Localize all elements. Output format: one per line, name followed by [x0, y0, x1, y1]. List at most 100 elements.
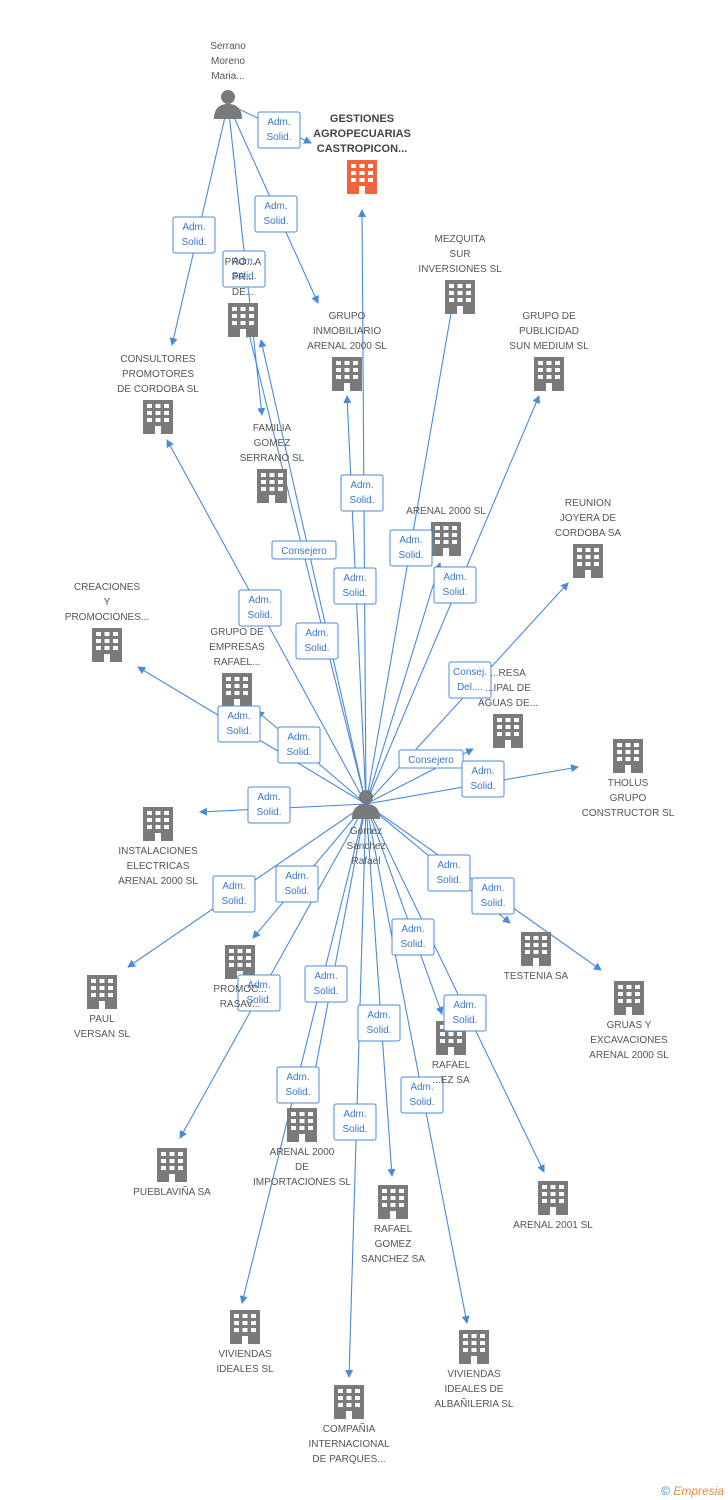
relation-badge[interactable]: Consejero — [398, 749, 464, 769]
building-icon[interactable] — [521, 932, 551, 966]
person-icon[interactable] — [214, 90, 242, 119]
building-icon[interactable] — [257, 469, 287, 503]
node-label-consultores[interactable]: CONSULTORES PROMOTORES DE CORDOBA SL — [117, 354, 199, 395]
relation-badge[interactable]: Adm.Solid. — [389, 529, 433, 567]
relation-badge[interactable]: Adm.Solid. — [333, 567, 377, 605]
node-label-pueblavina[interactable]: PUEBLAVIÑA SA — [133, 1187, 211, 1198]
building-icon[interactable] — [534, 357, 564, 391]
relation-badge[interactable]: Consejero — [271, 540, 337, 560]
node-label-pro[interactable]: PRO...A PR... DE... — [224, 257, 262, 298]
relation-badge[interactable]: Adm.Solid. — [443, 994, 487, 1032]
node-label-grupo_publi[interactable]: GRUPO DE PUBLICIDAD SUN MEDIUM SL — [509, 311, 589, 352]
node-label-viviendas[interactable]: VIVIENDAS IDEALES SL — [216, 1349, 274, 1375]
relation-badge[interactable]: Adm.Solid. — [340, 474, 384, 512]
relation-badge-label: Adm.Solid. — [304, 628, 329, 654]
building-icon[interactable] — [92, 628, 122, 662]
relation-badge[interactable]: Adm.Solid. — [212, 875, 256, 913]
node-label-rafael_gomez[interactable]: RAFAEL GOMEZ SANCHEZ SA — [361, 1224, 425, 1265]
relation-badge[interactable]: Adm.Solid. — [247, 786, 291, 824]
relation-badge[interactable]: Adm.Solid. — [333, 1103, 377, 1141]
relation-badge[interactable]: Adm.Solid. — [217, 705, 261, 743]
node-label-grupo_emp[interactable]: GRUPO DE EMPRESAS RAFAEL... — [209, 627, 265, 668]
relation-badge[interactable]: Adm.Solid. — [172, 216, 216, 254]
node-label-testenia[interactable]: TESTENIA SA — [503, 971, 569, 982]
relation-badge[interactable]: Adm.Solid. — [237, 974, 281, 1012]
relation-badge-box — [304, 965, 348, 1003]
relation-badge[interactable]: Adm.Solid. — [461, 760, 505, 798]
node-label-rafael_ez[interactable]: RAFAEL ...EZ SA — [431, 1060, 471, 1086]
node-label-arenal2000[interactable]: ARENAL 2000 SL — [406, 506, 486, 517]
node-label-instalaciones[interactable]: INSTALACIONES ELECTRICAS ARENAL 2000 SL — [118, 846, 198, 887]
building-icon[interactable] — [538, 1181, 568, 1215]
node-label-gomez[interactable]: Gomez Sanchez Rafael — [346, 826, 386, 867]
edge-gomez-pro — [245, 329, 367, 805]
building-icon[interactable] — [573, 544, 603, 578]
node-label-arenal2001[interactable]: ARENAL 2001 SL — [513, 1220, 593, 1231]
relation-badge[interactable]: Adm.Solid. — [295, 622, 339, 660]
node-label-viviendas_alb[interactable]: VIVIENDAS IDEALES DE ALBAÑILERIA SL — [434, 1369, 514, 1410]
building-icon[interactable] — [334, 1385, 364, 1419]
building-icon[interactable] — [347, 160, 377, 194]
node-label-reunion[interactable]: REUNION JOYERA DE CORDOBA SA — [554, 498, 622, 539]
node-label-paul[interactable]: PAUL VERSAN SL — [73, 1014, 131, 1040]
node-label-arenal_import[interactable]: ARENAL 2000 DE IMPORTACIONES SL — [253, 1147, 351, 1188]
relation-badge[interactable]: Adm.Solid. — [400, 1076, 444, 1114]
building-icon[interactable] — [87, 975, 117, 1009]
building-icon[interactable] — [143, 400, 173, 434]
relation-badge-label: Adm.Solid. — [398, 535, 423, 561]
building-icon[interactable] — [493, 714, 523, 748]
relation-badge[interactable]: Adm.Solid. — [276, 1066, 320, 1104]
node-label-empresa_aguas[interactable]: ...RESA ...IPAL DE AGUAS DE... — [477, 668, 539, 709]
relation-badge[interactable]: Consej.Del.... — [448, 661, 492, 699]
node-label-serrano[interactable]: Serrano Moreno Maria... — [210, 41, 246, 82]
building-icon[interactable] — [287, 1108, 317, 1142]
building-icon[interactable] — [613, 739, 643, 773]
footer-brand[interactable]: © Empresia — [661, 1484, 724, 1498]
relation-badge[interactable]: Adm.Solid. — [275, 865, 319, 903]
building-icon[interactable] — [459, 1330, 489, 1364]
building-icon[interactable] — [228, 303, 258, 337]
node-label-compania[interactable]: COMPAÑIA INTERNACIONAL DE PARQUES... — [308, 1424, 390, 1465]
node-label-promoc_rasa[interactable]: PROMOC... RASAV... — [213, 984, 267, 1010]
building-icon[interactable] — [230, 1310, 260, 1344]
node-label-grupo_inmob[interactable]: GRUPO INMOBILIARIO ARENAL 2000 SL — [307, 311, 387, 352]
relation-badge[interactable]: Adm.Solid. — [277, 726, 321, 764]
relation-badge-label: Adm.Solid. — [313, 971, 338, 997]
relation-badge[interactable]: Adm.Solid. — [427, 854, 471, 892]
building-icon[interactable] — [431, 522, 461, 556]
building-icon[interactable] — [378, 1185, 408, 1219]
building-icon[interactable] — [143, 807, 173, 841]
node-label-familia[interactable]: FAMILIA GOMEZ SERRANO SL — [239, 423, 305, 464]
relation-badge[interactable]: Adm.Solid. — [257, 111, 301, 149]
relation-badge[interactable]: Adm.Solid. — [471, 877, 515, 915]
node-label-creaciones[interactable]: CREACIONES Y PROMOCIONES... — [64, 582, 150, 623]
building-icon[interactable] — [222, 673, 252, 707]
node-label-gestiones[interactable]: GESTIONES AGROPECUARIAS CASTROPICON... — [313, 113, 411, 155]
relation-badge-box — [276, 1066, 320, 1104]
building-icon[interactable] — [225, 945, 255, 979]
relation-badge-label: Adm.Solid. — [442, 572, 467, 598]
relation-badge[interactable]: Adm.Solid. — [238, 589, 282, 627]
relation-badge-label: Adm.Solid. — [286, 732, 311, 758]
node-label-mezquita[interactable]: MEZQUITA SUR INVERSIONES SL — [418, 234, 502, 275]
relation-badge-box — [391, 918, 435, 956]
relation-badge-box — [357, 1004, 401, 1042]
relation-badge[interactable]: Adm.Solid. — [254, 195, 298, 233]
relation-badge-label: Adm.Solid. — [470, 766, 495, 792]
relation-badge-label: Adm.Solid. — [285, 1072, 310, 1098]
relation-badge[interactable]: Adm.Solid. — [222, 250, 266, 288]
relation-badge[interactable]: Adm.Solid. — [391, 918, 435, 956]
node-label-tholus[interactable]: THOLUS GRUPO CONSTRUCTOR SL — [581, 778, 675, 819]
edge-gomez-rafael_gomez — [365, 803, 396, 1177]
building-icon[interactable] — [157, 1148, 187, 1182]
relation-badge[interactable]: Adm.Solid. — [433, 566, 477, 604]
building-icon[interactable] — [614, 981, 644, 1015]
node-label-gruas[interactable]: GRUAS Y EXCAVACIONES ARENAL 2000 SL — [589, 1020, 669, 1061]
relation-badge[interactable]: Adm.Solid. — [304, 965, 348, 1003]
building-icon[interactable] — [445, 280, 475, 314]
building-icon[interactable] — [332, 357, 362, 391]
relation-badge-box — [237, 974, 281, 1012]
relation-badge-label: Adm.Solid. — [181, 222, 206, 248]
relation-badge[interactable]: Adm.Solid. — [357, 1004, 401, 1042]
relation-badge-box — [271, 540, 337, 560]
